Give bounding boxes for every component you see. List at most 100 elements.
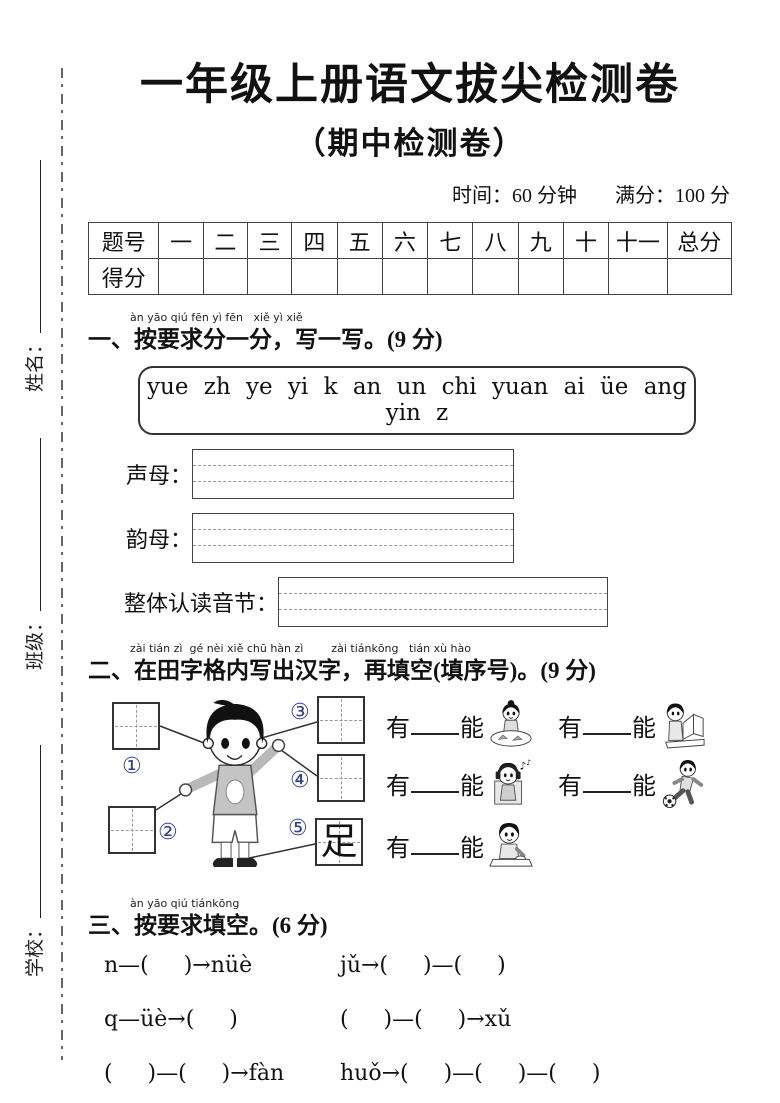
neng-label: 能 [460, 773, 484, 800]
zhengti-row: 整体认读音节： [124, 577, 732, 627]
shengmu-writing-box[interactable] [192, 449, 515, 499]
zhengti-label: 整体认读音节： [124, 591, 279, 616]
score-cell[interactable] [246, 258, 293, 295]
col-3: 三 [246, 222, 293, 259]
section2-pinyin: zài tián zì gé nèi xiě chū hàn zì zài ti… [130, 642, 471, 655]
question-number-label: 题号 [87, 222, 160, 259]
time-limit: 时间：60 分钟 [452, 185, 577, 207]
tianzige-box-4[interactable] [317, 754, 365, 802]
page-title: 一年级上册语文拔尖检测卷 [140, 62, 680, 109]
class-label: 班级： [25, 612, 46, 670]
boy-kicking-football-illustration [662, 760, 704, 808]
col-9: 九 [517, 222, 564, 259]
you-label: 有 [558, 773, 582, 800]
section1-heading: 一、按要求分一分，写一写。(9 分) [88, 327, 443, 352]
zhengti-writing-box[interactable] [278, 577, 609, 627]
girl-listening-music-illustration: ♪ ♪ [494, 758, 531, 805]
exam-meta: 时间：60 分钟 满分：100 分 [88, 179, 732, 208]
tianzige-box-2[interactable] [108, 806, 156, 854]
tianzige-box-1[interactable] [112, 702, 160, 750]
exercise-item-2[interactable]: jǔ→( )—( ) [340, 953, 506, 978]
exercise-item-5[interactable]: ( )—( )→fàn [104, 1061, 285, 1086]
class-blank-line[interactable] [23, 438, 41, 611]
score-table-score-row: 得分 [87, 258, 733, 295]
girl-folding-paper-illustration [490, 700, 532, 747]
name-label: 姓名： [25, 334, 46, 392]
student-school-field: 学校： [20, 745, 50, 977]
you-label: 有 [386, 835, 410, 862]
col-8: 八 [472, 222, 519, 259]
section1-pinyin: àn yāo qiú fēn yì fēn xiě yì xiě [130, 311, 303, 324]
you-label: 有 [558, 715, 582, 742]
body-parts-figure: 足 ① ② ③ ④ ⑤ 有 能 [88, 694, 732, 886]
shengmu-label: 声母： [126, 463, 193, 488]
fill-sentence-2: 有 能 [558, 700, 706, 750]
section3-pinyin: àn yāo qiú tiánkōng [130, 897, 240, 910]
score-cell[interactable] [291, 258, 338, 295]
shengmu-row: 声母： [126, 449, 732, 499]
col-5: 五 [336, 222, 383, 259]
answer-blank-4[interactable] [583, 773, 631, 793]
page-subtitle: （期中检测卷） [294, 126, 526, 161]
seal-dashed-line [61, 68, 63, 1060]
score-cell[interactable] [427, 258, 474, 295]
score-cell[interactable] [472, 258, 519, 295]
score-cell[interactable] [608, 258, 668, 295]
tianzige-box-5: 足 [315, 818, 363, 866]
answer-blank-1[interactable] [411, 715, 459, 735]
neng-label: 能 [632, 715, 656, 742]
school-blank-line[interactable] [23, 745, 41, 918]
yunmu-label: 韵母： [126, 527, 193, 552]
school-label: 学校： [25, 919, 46, 977]
col-11: 十一 [608, 222, 668, 259]
answer-blank-2[interactable] [583, 715, 631, 735]
boy-eating-meal-illustration [489, 822, 533, 867]
yunmu-row: 韵母： [126, 513, 732, 563]
tianzige-box-3[interactable] [317, 696, 365, 744]
answer-blank-3[interactable] [411, 773, 459, 793]
score-cell[interactable] [381, 258, 429, 295]
exercise-item-4[interactable]: ( )—( )→xǔ [340, 1007, 512, 1032]
col-4: 四 [291, 222, 338, 259]
full-score: 满分：100 分 [615, 185, 730, 207]
score-cell[interactable] [158, 258, 204, 295]
circled-number-2: ② [158, 820, 178, 845]
col-total: 总分 [666, 222, 733, 259]
student-class-field: 班级： [20, 438, 50, 670]
you-label: 有 [386, 773, 410, 800]
answer-blank-5[interactable] [411, 835, 459, 855]
name-blank-line[interactable] [23, 160, 41, 333]
main-content: 一年级上册语文拔尖检测卷 （期中检测卷） 时间：60 分钟 满分：100 分 题号… [87, 0, 733, 1086]
boy-body-illustration [178, 699, 286, 868]
svg-text:♪: ♪ [520, 761, 527, 773]
col-10: 十 [562, 222, 610, 259]
score-cell[interactable] [562, 258, 610, 295]
neng-label: 能 [632, 773, 656, 800]
neng-label: 能 [460, 715, 484, 742]
score-cell[interactable] [517, 258, 564, 295]
circled-number-4: ④ [290, 768, 310, 793]
boy-reading-book-illustration [665, 703, 705, 749]
sentence-row-3: 有 能 [386, 820, 534, 870]
score-table: 题号 一 二 三 四 五 六 七 八 九 十 十一 总分 得分 [87, 222, 733, 295]
yunmu-writing-box[interactable] [192, 513, 515, 563]
col-7: 七 [427, 222, 474, 259]
section3-heading: 三、按要求填空。(6 分) [88, 913, 328, 938]
exercise-item-6[interactable]: huǒ→( )—( )—( ) [340, 1061, 601, 1086]
circled-number-1: ① [122, 754, 142, 779]
sentence-row-1: 有 能 有 能 [386, 700, 706, 750]
fill-sentence-3: 有 能 ♪ ♪ [386, 758, 534, 808]
exercise-item-3[interactable]: q—üè→( ) [104, 1007, 238, 1032]
sentence-row-2: 有 能 ♪ ♪ 有 [386, 758, 706, 808]
score-table-header-row: 题号 一 二 三 四 五 六 七 八 九 十 十一 总分 [87, 222, 733, 259]
circled-number-5: ⑤ [288, 816, 308, 841]
score-cell[interactable] [666, 258, 733, 295]
svg-text:♪: ♪ [526, 758, 531, 767]
score-cell[interactable] [202, 258, 248, 295]
col-2: 二 [202, 222, 248, 259]
exercise-item-1[interactable]: n—( )→nüè [104, 953, 253, 978]
score-cell[interactable] [336, 258, 383, 295]
you-label: 有 [386, 715, 410, 742]
pinyin-exercise-grid: n—( )→nüè jǔ→( )—( ) q—üè→( ) ( )—( )→xǔ… [104, 953, 732, 1086]
neng-label: 能 [460, 835, 484, 862]
